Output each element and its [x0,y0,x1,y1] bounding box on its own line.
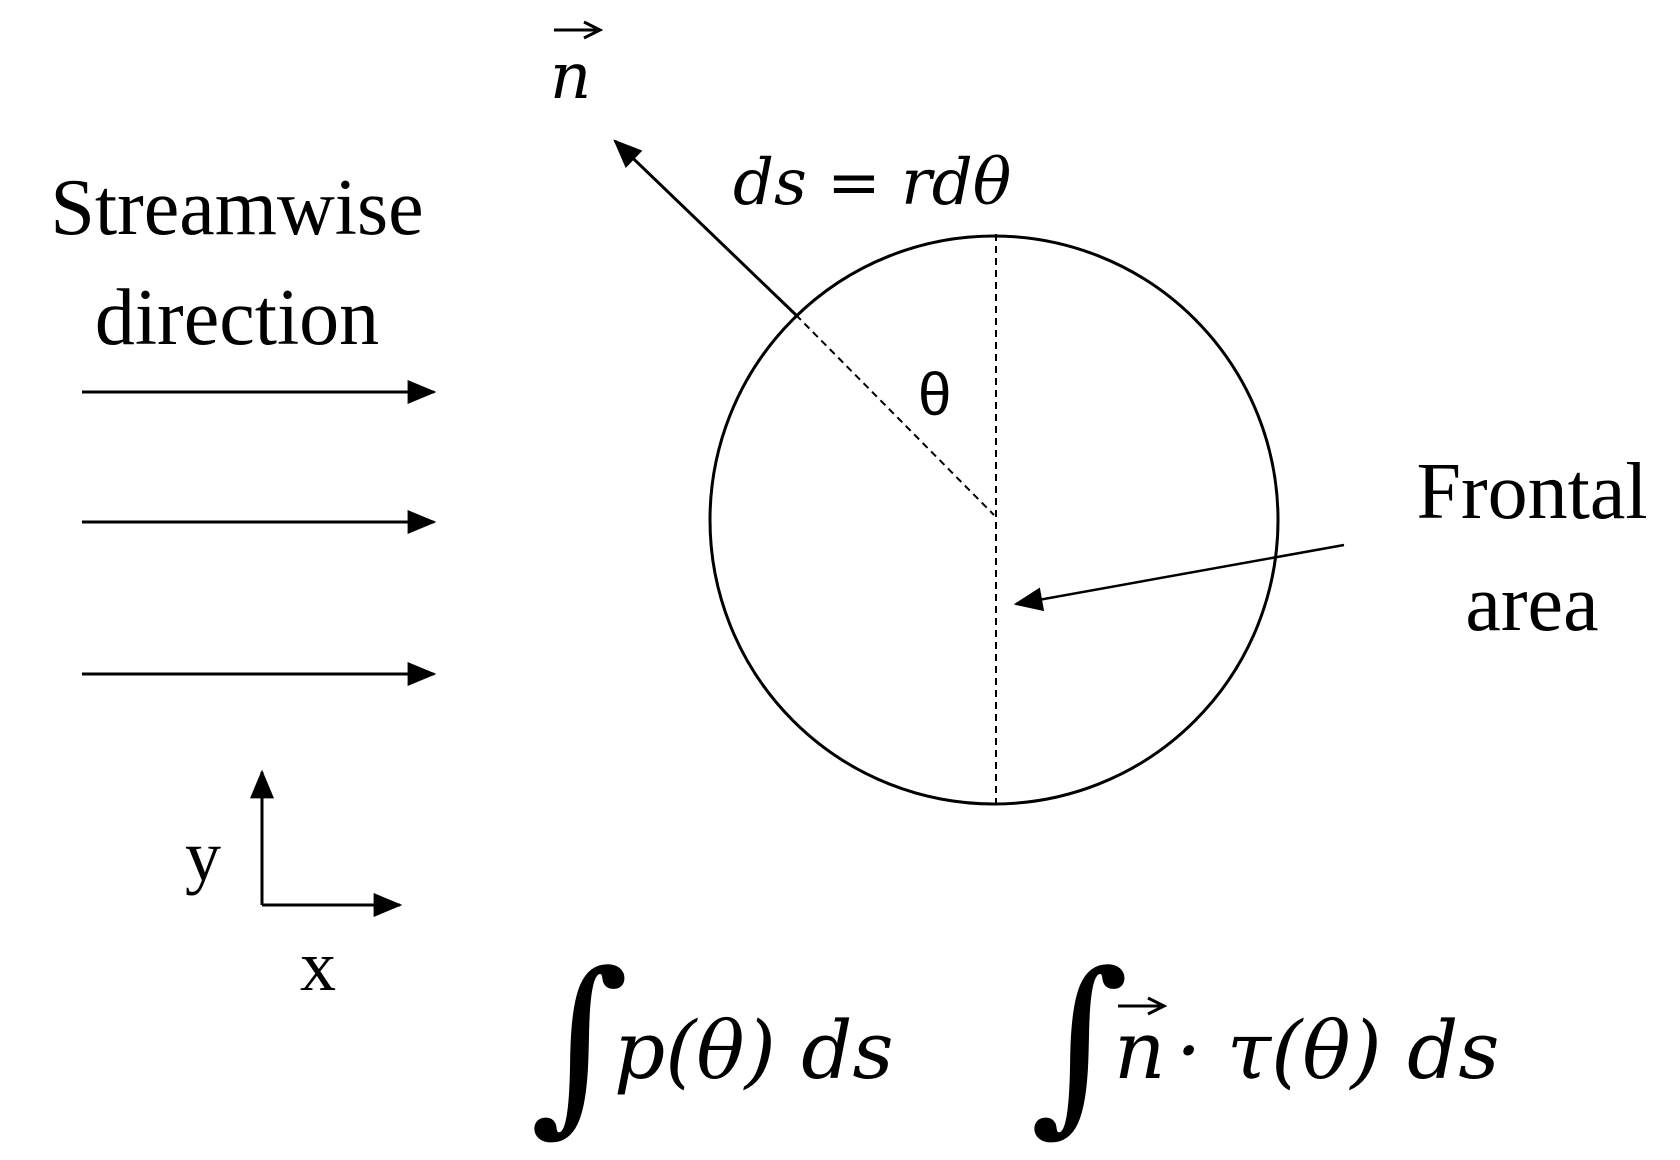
streamwise-label-line2: direction [95,274,379,362]
radius-dashed-line [795,314,995,516]
arc-length-label: ds = rdθ [733,146,1011,220]
pressure-integral-symbol: ∫ [530,932,629,1153]
streamwise-label-line1: Streamwise [50,164,423,252]
normal-vector-arrow [613,139,798,317]
x-axis-label: x [300,926,336,1006]
normal-vector-arrow-accent [554,20,604,40]
frontal-area-pointer-arrow [1013,543,1345,612]
angle-theta-label: θ [918,361,951,428]
coordinate-axes [250,769,403,917]
shear-vector-arrow-accent [1118,996,1168,1016]
y-axis-label: y [185,816,221,896]
normal-vector-label: n [550,40,591,114]
pressure-integrand: p(θ) ds [614,1004,894,1097]
shear-integral-symbol: ∫ [1030,932,1129,1153]
cylinder-circle [708,234,1280,806]
frontal-area-label-line2: area [1465,560,1598,648]
frontal-area-label-line1: Frontal [1416,448,1647,536]
shear-integrand-rest: · τ(θ) ds [1176,1004,1499,1097]
shear-integrand-vector: n [1114,1004,1166,1097]
